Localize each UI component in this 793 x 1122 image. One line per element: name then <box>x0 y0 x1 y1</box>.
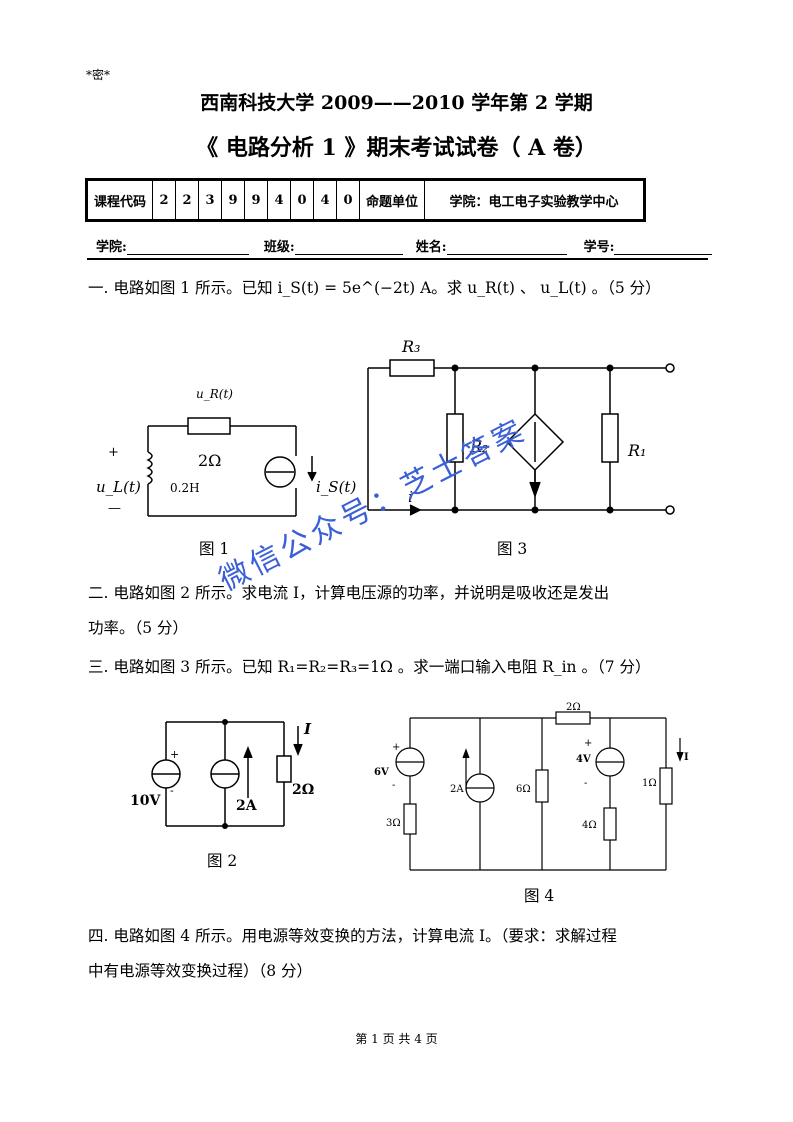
student-fields: 学院: 班级: 姓名: 学号: <box>96 236 713 255</box>
question-1: 一. 电路如图 1 所示。已知 i_S(t) = 5e^(−2t) A。求 u_… <box>88 279 661 297</box>
class-label: 班级: <box>263 240 295 255</box>
unit-value: 学院：电工电子实验教学中心 <box>424 180 645 220</box>
fig4-current-label: I <box>684 752 689 763</box>
fig1-uR-label: u_R(t) <box>196 387 233 401</box>
code-digit: 4 <box>313 180 338 220</box>
code-digit: 9 <box>244 180 269 220</box>
course-code-label: 课程代码 <box>86 180 154 220</box>
fig4-minus-6v: - <box>392 780 395 791</box>
code-digit: 3 <box>198 180 223 220</box>
fig1-uL-label: u_L(t) <box>96 478 141 496</box>
fig1-iS-label: i_S(t) <box>316 478 356 496</box>
fig2-res-label: 2Ω <box>292 782 314 798</box>
fig4-plus-6v: + <box>392 742 400 753</box>
fig4-2ohm-label: 2Ω <box>566 702 581 713</box>
fig1-minus: — <box>108 501 121 516</box>
fig4-1ohm-label: 1Ω <box>642 778 657 789</box>
fig2-plus: + <box>170 748 179 761</box>
fig4-minus-4v: - <box>584 778 587 789</box>
fig1-plus: + <box>108 445 119 460</box>
fig4-4v-label: 4V <box>576 754 591 765</box>
fig1-resistor-label: 2Ω <box>198 451 221 470</box>
fig4-plus-4v: + <box>584 738 592 749</box>
name-blank[interactable] <box>446 240 567 255</box>
fig4-2a-label: 2A <box>450 784 464 795</box>
question-2-line-1: 二. 电路如图 2 所示。求电流 I，计算电压源的功率，并说明是吸收还是发出 <box>88 584 610 602</box>
question-4-line-2: 中有电源等效变换过程）（8 分） <box>88 962 313 980</box>
secret-mark: *密* <box>86 68 111 82</box>
fig2-is-label: 2A <box>236 798 258 814</box>
fig2-minus: - <box>170 784 174 797</box>
fig3-r2-label: R₂ <box>469 437 488 456</box>
figure-3-caption: 图 3 <box>497 540 528 558</box>
figure-1-circuit: u_R(t) 2Ω 0.2H + u_L(t) — i_S(t) <box>96 387 356 517</box>
fig3-i-label: i <box>408 488 413 506</box>
page-footer: 第 1 页 共 4 页 <box>355 1032 438 1046</box>
college-label: 学院: <box>96 240 127 255</box>
student-id-label: 学号: <box>583 240 615 255</box>
question-3: 三. 电路如图 3 所示。已知 R₁=R₂=R₃=1Ω 。求一端口输入电阻 R_… <box>88 658 651 676</box>
figure-2-circuit: + - 10V 2A 2Ω I <box>130 719 314 829</box>
fig4-6ohm-label: 6Ω <box>516 784 531 795</box>
fig4-4ohm-label: 4Ω <box>582 820 597 831</box>
fig1-inductor-label: 0.2H <box>170 481 200 495</box>
college-blank[interactable] <box>126 240 249 255</box>
figure-4-circuit: + - 6V 3Ω 2A 6Ω 2Ω + 4V - 4Ω 1Ω I <box>374 702 689 871</box>
code-digit: 2 <box>175 180 200 220</box>
exam-title: 西南科技大学 2009——2010 学年第 2 学期 <box>200 92 593 114</box>
header-rule <box>87 258 708 260</box>
fig2-current-label: I <box>303 720 312 738</box>
fig3-r3-label: R₃ <box>401 337 420 356</box>
code-digit: 2 <box>152 180 177 220</box>
class-blank[interactable] <box>294 240 403 255</box>
figure-1-caption: 图 1 <box>199 540 230 558</box>
code-digit: 4 <box>267 180 292 220</box>
figure-2-caption: 图 2 <box>207 852 238 870</box>
exam-subtitle: 《 电路分析 1 》期末考试试卷（ A 卷） <box>196 135 597 161</box>
question-2-line-2: 功率。（5 分） <box>88 619 189 637</box>
code-digit: 0 <box>290 180 315 220</box>
fig4-6v-label: 6V <box>374 767 389 778</box>
question-4-line-1: 四. 电路如图 4 所示。用电源等效变换的方法，计算电流 I。（要求：求解过程 <box>88 927 617 945</box>
figure-4-caption: 图 4 <box>524 887 555 905</box>
student-id-blank[interactable] <box>614 240 713 255</box>
fig3-r1-label: R₁ <box>627 441 646 460</box>
unit-label: 命题单位 <box>359 180 426 220</box>
course-info-table: 课程代码 2 2 3 9 9 4 0 4 0 命题单位 学院：电工电子实验教学中… <box>84 178 647 222</box>
fig2-vs-label: 10V <box>130 793 161 809</box>
code-digit: 0 <box>336 180 361 220</box>
name-label: 姓名: <box>415 240 447 255</box>
figure-3-circuit: R₃ R₂ R₁ i <box>367 337 675 516</box>
fig4-3ohm-label: 3Ω <box>386 818 401 829</box>
code-digit: 9 <box>221 180 246 220</box>
